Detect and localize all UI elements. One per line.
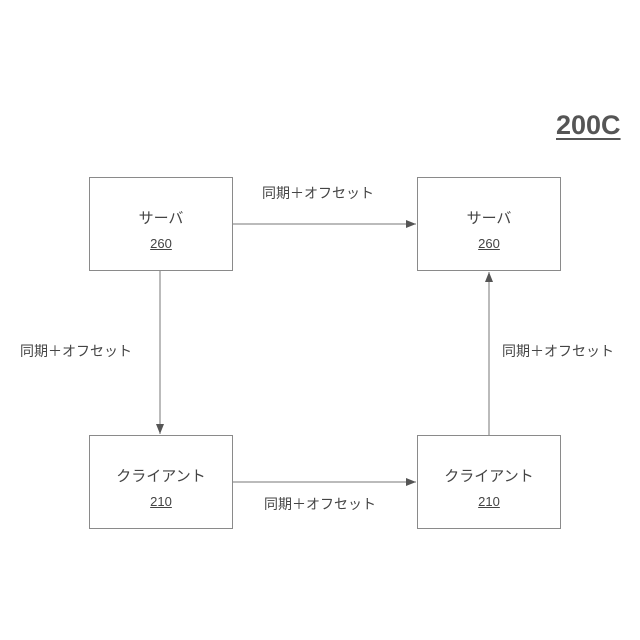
edge-label-right: 同期＋オフセット [502, 345, 614, 359]
edge-label-left: 同期＋オフセット [20, 345, 132, 359]
client-node-right: クライアント 210 [417, 435, 561, 529]
client-node-left-name: クライアント [90, 469, 232, 484]
server-node-left: サーバ 260 [89, 177, 233, 271]
server-node-left-name: サーバ [90, 211, 232, 226]
client-node-right-number: 210 [418, 495, 560, 508]
edge-label-bottom: 同期＋オフセット [264, 498, 376, 512]
server-node-right: サーバ 260 [417, 177, 561, 271]
edge-label-top: 同期＋オフセット [262, 187, 374, 201]
server-node-left-number: 260 [90, 237, 232, 250]
client-node-left-number: 210 [90, 495, 232, 508]
client-node-right-name: クライアント [418, 469, 560, 484]
client-node-left: クライアント 210 [89, 435, 233, 529]
server-node-right-name: サーバ [418, 211, 560, 226]
server-node-right-number: 260 [418, 237, 560, 250]
